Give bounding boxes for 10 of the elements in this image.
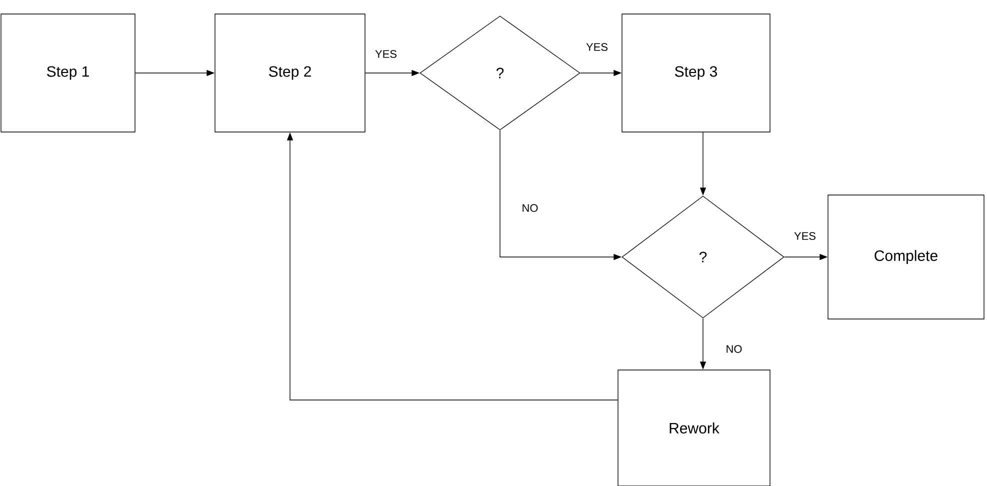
- edge-label: NO: [726, 345, 742, 353]
- edge-label: YES: [586, 43, 608, 51]
- process-box: Step 2: [214, 14, 366, 132]
- process-box: Step 3: [622, 14, 770, 132]
- edge-label: YES: [794, 232, 816, 240]
- edge-label: NO: [522, 204, 538, 212]
- process-box: Complete: [828, 194, 984, 320]
- process-box: Step 1: [0, 14, 136, 132]
- edge-label: YES: [375, 50, 396, 58]
- process-box: Rework: [618, 370, 770, 486]
